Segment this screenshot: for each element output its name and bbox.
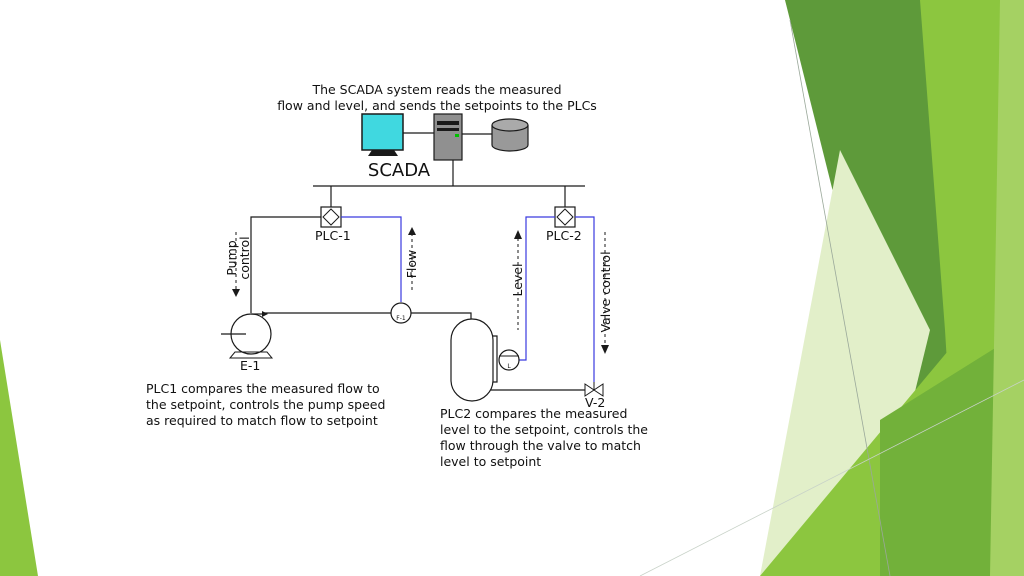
plc1-note: PLC1 compares the measured flow to the s… — [146, 381, 385, 428]
svg-text:the setpoint, controls the pum: the setpoint, controls the pump speed — [146, 397, 385, 412]
valve-tag: V-2 — [585, 395, 605, 410]
green-shape-right-strip — [990, 0, 1024, 576]
plc1-label: PLC-1 — [315, 228, 351, 243]
svg-text:PLC1 compares the measured flo: PLC1 compares the measured flow to — [146, 381, 380, 396]
left-green-sliver — [0, 340, 38, 576]
process-pipe — [263, 312, 472, 320]
flow-signal-wire — [341, 216, 402, 302]
pump-tag: E-1 — [240, 358, 260, 373]
valve-control-arrowhead — [601, 345, 609, 354]
level-sensor-tag: L — [507, 363, 511, 370]
top-caption-line-1: The SCADA system reads the measured — [311, 82, 561, 97]
svg-text:level to the setpoint, control: level to the setpoint, controls the — [440, 422, 648, 437]
scada-label: SCADA — [368, 160, 431, 181]
pump-control-wire — [250, 216, 321, 313]
pump-control-arrowhead — [232, 289, 240, 297]
flow-sensor-icon — [390, 302, 412, 324]
svg-text:PLC2 compares the measured: PLC2 compares the measured — [440, 406, 627, 421]
svg-text:level to setpoint: level to setpoint — [440, 454, 541, 469]
flow-sensor-tag: F-1 — [396, 315, 406, 322]
monitor-icon — [361, 113, 404, 156]
plc2-icon — [554, 206, 576, 228]
plc2-label: PLC-2 — [546, 228, 582, 243]
pump-icon — [221, 311, 274, 359]
svg-text:Pump: Pump — [224, 240, 239, 275]
top-caption-line-2: flow and level, and sends the setpoints … — [277, 98, 597, 113]
svg-text:as required to match flow to s: as required to match flow to setpoint — [146, 413, 378, 428]
database-icon — [491, 118, 529, 152]
svg-text:control: control — [237, 236, 252, 279]
level-arrowhead — [514, 230, 522, 239]
pump-control-label: Pump control — [224, 236, 252, 279]
level-sensor-icon — [498, 349, 520, 371]
valve-icon — [584, 382, 604, 397]
server-icon — [433, 113, 463, 161]
level-sensor-tap — [493, 335, 498, 383]
thin-diagonal-line — [639, 379, 1024, 576]
green-shape-bottom-dark — [880, 330, 1024, 576]
level-signal-wire — [519, 216, 555, 361]
plc2-note: PLC2 compares the measured level to the … — [440, 406, 648, 469]
svg-text:flow through the valve to matc: flow through the valve to match — [440, 438, 641, 453]
plc1-icon — [320, 206, 342, 228]
flow-arrowhead — [408, 227, 416, 235]
tank-icon — [450, 318, 494, 402]
valve-control-wire — [575, 216, 595, 382]
thin-diagonal-line — [789, 19, 891, 576]
